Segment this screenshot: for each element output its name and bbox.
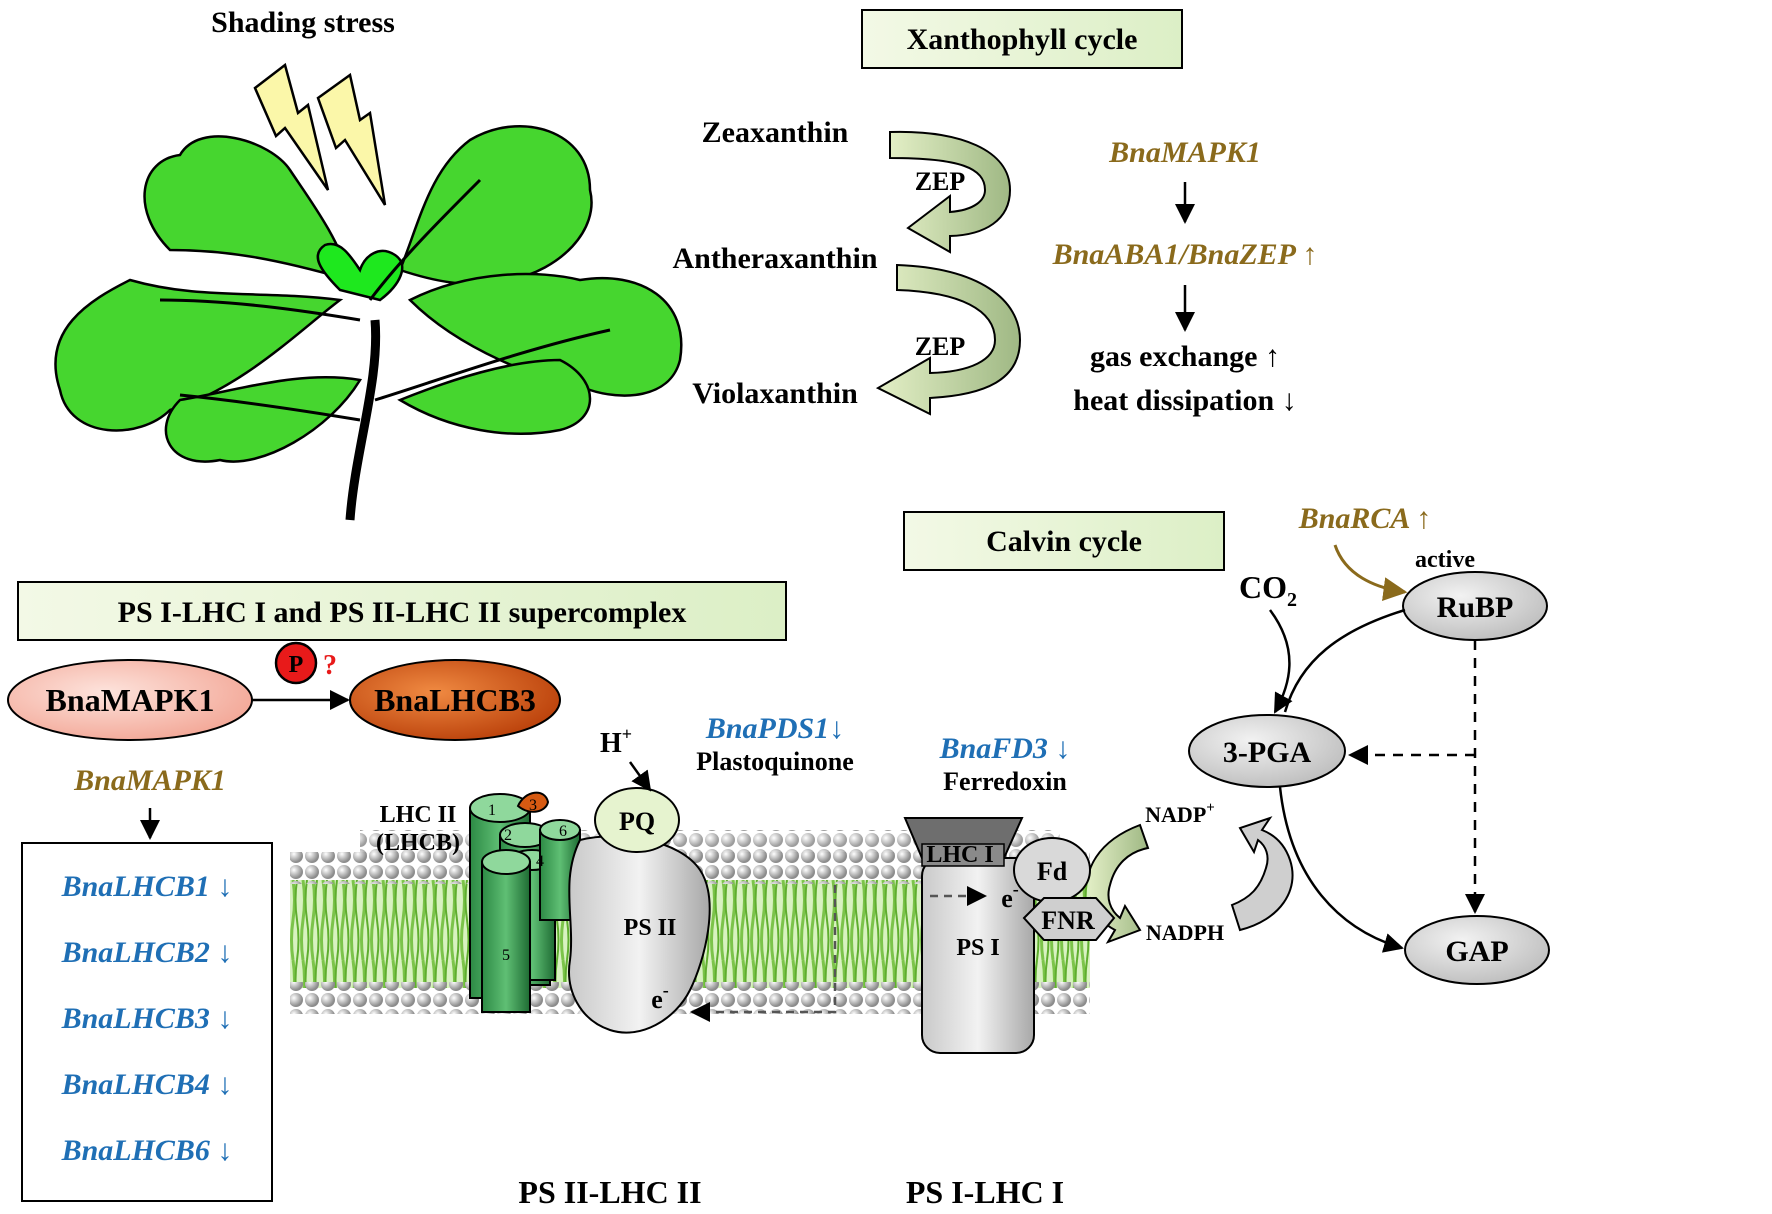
psii-complex xyxy=(568,835,711,1034)
lhcb-segment-6: 6 xyxy=(559,823,567,840)
lhcii-cylinders xyxy=(469,791,581,1013)
xanthophyll-box xyxy=(861,9,1183,69)
violaxanthin-label: Violaxanthin xyxy=(692,377,858,410)
lhcb-segment-4: 4 xyxy=(536,853,544,870)
lhcb-gene-item: BnaLHCB1 ↓ xyxy=(61,870,233,903)
lhcb-gene-item: BnaLHCB4 ↓ xyxy=(61,1068,233,1101)
bnalhcb3-node xyxy=(349,659,561,741)
ferredoxin-label: Ferredoxin xyxy=(943,767,1067,796)
psi-label: PS I xyxy=(956,935,999,961)
nadp-superscript: + xyxy=(1206,800,1215,816)
co2-subscript: 2 xyxy=(1287,589,1297,611)
gap-label: GAP xyxy=(1445,935,1508,968)
hplus-sup: + xyxy=(622,724,632,744)
lhci-label: LHC I xyxy=(926,842,993,868)
lightning-bolt-icon xyxy=(316,72,387,206)
lhcb-segment-1: 1 xyxy=(488,802,496,819)
gap-node xyxy=(1404,915,1550,985)
shading-stress-panel: Shading stress xyxy=(54,6,683,521)
xanthophyll-panel: Xanthophyll cycle Zeaxanthin Antheraxant… xyxy=(672,9,1318,417)
pga-node xyxy=(1188,714,1346,788)
arrow-co2-to-pga xyxy=(1268,609,1293,714)
lhcb-segment-5: 5 xyxy=(502,947,510,964)
membrane-proteins: LHC II (LHCB) 1 2 3 4 5 6 PS II e- PQ H+ xyxy=(376,712,1116,1210)
psi-electron-sup: - xyxy=(1013,879,1019,899)
hplus-label: H+ xyxy=(600,724,632,759)
arrow-rca-to-rubp xyxy=(1333,544,1408,602)
co2-text: CO xyxy=(1239,569,1287,605)
lhcb-gene-item: BnaLHCB3 ↓ xyxy=(61,1002,233,1035)
supercomplex-box xyxy=(17,581,787,641)
shading-stress-title: Shading stress xyxy=(211,6,395,39)
zep-label-2: ZEP xyxy=(915,332,966,361)
zeaxanthin-label: Zeaxanthin xyxy=(702,116,849,149)
bnamapk1-gene-top: BnaMAPK1 xyxy=(1108,136,1261,169)
bnamapk1-node-label: BnaMAPK1 xyxy=(46,682,215,718)
antheraxanthin-label: Antheraxanthin xyxy=(672,242,877,275)
lhcb-segment-2: 2 xyxy=(504,827,512,844)
nadp-text: NADP xyxy=(1145,802,1206,827)
bnafd3-gene: BnaFD3 ↓ xyxy=(939,732,1071,765)
lhci-band xyxy=(921,843,1005,867)
lightning-bolt-icon xyxy=(253,62,330,191)
psii-lhcii-caption: PS II-LHC II xyxy=(518,1174,701,1210)
lhcb-gene-item: BnaLHCB2 ↓ xyxy=(61,936,233,969)
psi-lhci-caption: PS I-LHC I xyxy=(906,1174,1064,1210)
lhcb-gene-list-box xyxy=(21,842,273,1202)
bnalhcb3-node-label: BnaLHCB3 xyxy=(374,682,536,718)
fnr-complex xyxy=(1022,897,1116,941)
zep-ribbon-arrow-2 xyxy=(875,263,1022,416)
bnapds1-gene: BnaPDS1↓ xyxy=(705,712,844,745)
lhcb-segment-3: 3 xyxy=(529,797,537,814)
question-mark: ? xyxy=(323,650,337,681)
dashed-electron-path xyxy=(690,885,837,1022)
xanthophyll-title: Xanthophyll cycle xyxy=(907,23,1138,56)
plastoquinone-label: Plastoquinone xyxy=(696,747,854,776)
pga-label: 3-PGA xyxy=(1223,736,1312,769)
fd-label: Fd xyxy=(1037,857,1068,886)
nadph-to-nadp-ribbon xyxy=(1230,816,1294,932)
nadph-label: NADPH xyxy=(1146,920,1224,945)
gas-exchange-effect: gas exchange ↑ xyxy=(1090,340,1280,373)
bnaaba1-zep-gene: BnaABA1/BnaZEP ↑ xyxy=(1052,238,1318,271)
fnr-label: FNR xyxy=(1041,906,1095,935)
psii-electron-text: e xyxy=(651,985,663,1014)
bnamapk1-gene-bottom: BnaMAPK1 xyxy=(73,764,226,797)
calvin-box xyxy=(903,511,1225,571)
psii-electron: e- xyxy=(651,980,669,1014)
lhcb-gene-item: BnaLHCB6 ↓ xyxy=(61,1134,233,1167)
phosphorylation-label: P xyxy=(289,652,304,678)
lhcii-label: LHC II xyxy=(380,802,457,828)
hplus-text: H xyxy=(600,728,622,759)
rubp-label: RuBP xyxy=(1437,591,1514,624)
arrow-pga-to-gap xyxy=(1278,786,1404,953)
lhcb-label: (LHCB) xyxy=(376,830,460,856)
calvin-panel: Calvin cycle BnaRCA ↑ active CO2 RuBP 3-… xyxy=(903,502,1550,985)
psi-electron: e- xyxy=(1001,879,1019,913)
supercomplex-panel: PS I-LHC I and PS II-LHC II supercomplex… xyxy=(7,581,787,1202)
arrow-rubp-to-pga xyxy=(1283,608,1406,713)
active-label: active xyxy=(1415,547,1475,573)
plant-illustration xyxy=(54,125,683,463)
arrow-hplus-to-pq xyxy=(628,761,652,792)
heat-dissipation-effect: heat dissipation ↓ xyxy=(1073,384,1296,417)
zep-ribbon-arrow-1 xyxy=(889,130,1012,254)
psii-electron-sup: - xyxy=(663,980,669,1000)
bnarca-gene: BnaRCA ↑ xyxy=(1298,502,1432,535)
nadp-label: NADP+ xyxy=(1145,800,1215,827)
co2-label: CO2 xyxy=(1239,569,1297,611)
plant-stem xyxy=(159,178,611,521)
supercomplex-title: PS I-LHC I and PS II-LHC II supercomplex xyxy=(118,596,687,629)
psii-label: PS II xyxy=(624,915,677,941)
zep-label-1: ZEP xyxy=(915,167,966,196)
pq-label: PQ xyxy=(619,807,655,836)
calvin-title: Calvin cycle xyxy=(986,525,1142,558)
phosphorylation-icon xyxy=(274,641,318,685)
psi-electron-text: e xyxy=(1001,884,1013,913)
